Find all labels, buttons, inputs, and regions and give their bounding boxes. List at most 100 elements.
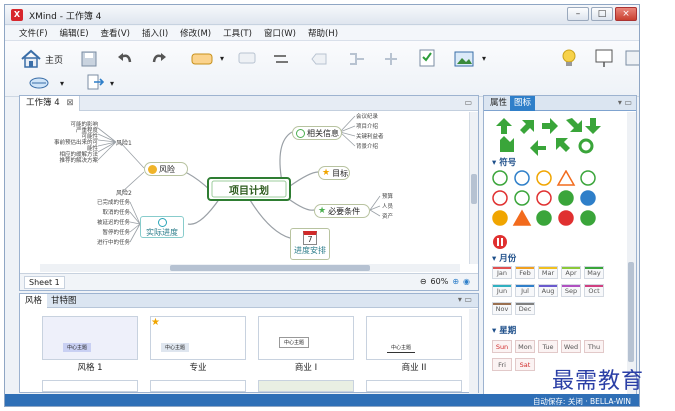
scroll-thumb[interactable] xyxy=(170,265,370,271)
editor-horizontal-scrollbar[interactable] xyxy=(40,264,460,272)
menu-modify[interactable]: 修改(M) xyxy=(180,29,212,39)
close-icon[interactable]: ⊠ xyxy=(66,98,74,108)
tab-properties[interactable]: 属性 xyxy=(490,98,508,108)
style-thumb-4[interactable]: 中心主题 xyxy=(366,316,462,360)
callout-icon[interactable] xyxy=(237,49,257,69)
style-thumb-7[interactable] xyxy=(258,380,354,392)
image-icon[interactable] xyxy=(453,49,475,69)
month-apr[interactable]: Apr xyxy=(561,266,581,279)
tab-gantt[interactable]: 甘特图 xyxy=(51,296,77,306)
pause-icon[interactable] xyxy=(490,234,510,254)
list-item[interactable]: 已完成的任务 xyxy=(96,200,130,206)
list-item[interactable]: 资产 xyxy=(382,214,394,220)
style-panel-scrollbar[interactable] xyxy=(469,309,478,393)
week-wed[interactable]: Wed xyxy=(561,340,581,353)
month-feb[interactable]: Feb xyxy=(515,266,535,279)
month-nov[interactable]: Nov xyxy=(492,302,512,315)
list-item[interactable]: 可能性 xyxy=(81,134,98,140)
list-item[interactable]: 暂停的任务 xyxy=(102,230,130,236)
menu-help[interactable]: 帮助(H) xyxy=(307,29,339,39)
close-button[interactable]: × xyxy=(615,7,637,21)
chevron-down-icon[interactable]: ▾ xyxy=(59,78,64,88)
topic-conditions[interactable]: ★ 必要条件 xyxy=(314,204,370,218)
menu-window[interactable]: 窗口(W) xyxy=(263,29,296,39)
tab-style[interactable]: 风格 xyxy=(20,294,48,308)
arrow-icons[interactable] xyxy=(490,116,626,156)
topic-risk[interactable]: 风险 xyxy=(144,162,188,176)
scroll-thumb[interactable] xyxy=(471,174,477,204)
presentation-icon[interactable] xyxy=(593,47,615,69)
risk1-label[interactable]: 风险1 xyxy=(116,140,132,147)
zoom-out-icon[interactable]: ⊖ xyxy=(419,277,427,286)
list-item[interactable]: 背景介绍 xyxy=(356,144,379,150)
menu-tools[interactable]: 工具(T) xyxy=(223,29,252,39)
topic-related-info[interactable]: 相关信息 xyxy=(292,126,342,140)
style-thumb-8[interactable] xyxy=(366,380,462,392)
fit-icon[interactable]: ◉ xyxy=(463,277,470,286)
section-weeks[interactable]: ▾ 星期 xyxy=(492,326,517,336)
topic-icon[interactable] xyxy=(189,49,215,69)
month-aug[interactable]: Aug xyxy=(538,284,558,297)
list-item[interactable]: 项目介绍 xyxy=(356,124,379,130)
risk2-label[interactable]: 风险2 xyxy=(116,190,132,197)
week-fri[interactable]: Fri xyxy=(492,358,512,371)
week-sun[interactable]: Sun xyxy=(492,340,512,353)
style-thumb-1[interactable]: 中心主题 xyxy=(42,316,138,360)
zoom-in-icon[interactable]: ⊕ xyxy=(452,277,460,286)
relationship-icon[interactable] xyxy=(271,49,291,69)
month-mar[interactable]: Mar xyxy=(538,266,558,279)
chevron-down-icon[interactable]: ▾ xyxy=(481,53,486,63)
list-item[interactable]: 事前预估出来的可能性 xyxy=(53,140,98,152)
list-item[interactable]: 取消的任务 xyxy=(102,210,130,216)
style-thumb-6[interactable] xyxy=(150,380,246,392)
style-thumb-2[interactable]: ★ 中心主题 xyxy=(150,316,246,360)
week-mon[interactable]: Mon xyxy=(515,340,535,353)
share-icon[interactable] xyxy=(623,47,639,69)
chevron-down-icon[interactable]: ▾ xyxy=(219,53,224,63)
list-item[interactable]: 相应的缓解方法 xyxy=(59,152,98,158)
sheet-tab[interactable]: Sheet 1 xyxy=(24,276,65,289)
list-item[interactable]: 人员 xyxy=(382,204,394,210)
section-months[interactable]: ▾ 月份 xyxy=(492,254,517,264)
save-icon[interactable] xyxy=(79,49,99,69)
chevron-down-icon[interactable]: ▾ xyxy=(109,78,114,88)
menu-view[interactable]: 查看(V) xyxy=(100,29,130,39)
browser-icon[interactable] xyxy=(27,75,51,91)
menu-edit[interactable]: 编辑(E) xyxy=(59,29,89,39)
tab-icons[interactable]: 图标 xyxy=(510,96,536,111)
list-item[interactable]: 会议纪录 xyxy=(356,114,379,120)
list-item[interactable]: 关键利益者 xyxy=(356,134,384,140)
list-item[interactable]: 严重程度 xyxy=(75,128,98,134)
month-jun[interactable]: Jun xyxy=(492,284,512,297)
scroll-thumb[interactable] xyxy=(628,262,634,362)
undo-icon[interactable] xyxy=(115,49,135,69)
topic-schedule[interactable]: 7 进度安排 xyxy=(290,228,330,260)
week-tue[interactable]: Tue xyxy=(538,340,558,353)
menu-file[interactable]: 文件(F) xyxy=(19,29,48,39)
month-jul[interactable]: Jul xyxy=(515,284,535,297)
week-thu[interactable]: Thu xyxy=(584,340,604,353)
panel-menu-icon[interactable]: ▾ ▭ xyxy=(617,98,632,107)
redo-icon[interactable] xyxy=(149,49,169,69)
week-sat[interactable]: Sat xyxy=(515,358,535,371)
month-may[interactable]: May xyxy=(584,266,604,279)
list-item[interactable]: 进行中的任务 xyxy=(96,240,130,246)
autosave-status[interactable]: 自动保存: 关闭 · BELLA-WIN xyxy=(532,397,631,406)
list-item[interactable]: 被延迟的任务 xyxy=(96,220,130,226)
month-jan[interactable]: Jan xyxy=(492,266,512,279)
home-label[interactable]: 主页 xyxy=(45,56,64,66)
menu-insert[interactable]: 插入(I) xyxy=(142,29,169,39)
month-sep[interactable]: Sep xyxy=(561,284,581,297)
symbol-icons[interactable] xyxy=(490,170,626,234)
section-symbols[interactable]: ▾ 符号 xyxy=(492,158,517,168)
task-icon[interactable] xyxy=(417,47,437,69)
topic-progress[interactable]: 实际进度 xyxy=(140,216,184,238)
list-item[interactable]: 预算 xyxy=(382,194,394,200)
maximize-icon[interactable]: ▭ xyxy=(464,98,472,107)
boundary-icon[interactable] xyxy=(309,49,329,69)
style-thumb-5[interactable] xyxy=(42,380,138,392)
month-oct[interactable]: Oct xyxy=(584,284,604,297)
topic-goal[interactable]: ★ 目标 xyxy=(318,166,350,180)
editor-vertical-scrollbar[interactable] xyxy=(469,112,478,264)
panel-menu-icon[interactable]: ▾ ▭ xyxy=(457,295,472,304)
